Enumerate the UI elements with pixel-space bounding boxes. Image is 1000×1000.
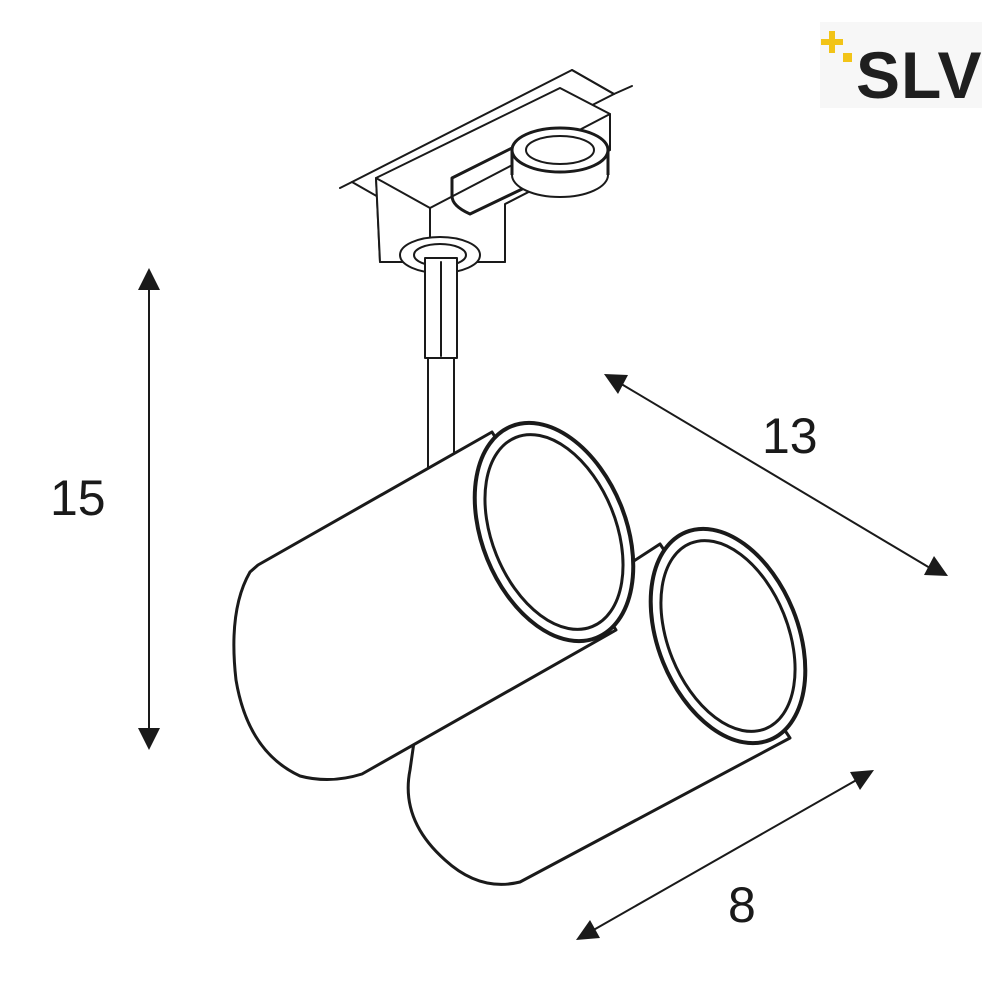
rear-cylinder-lens xyxy=(659,539,797,733)
front-cylinder-lens xyxy=(483,433,625,631)
arrow-left-icon xyxy=(576,920,600,940)
slv-logo: SLV xyxy=(820,22,982,112)
dimension-height-label: 15 xyxy=(50,470,106,526)
dimension-height: 15 xyxy=(50,268,160,750)
arrow-right-icon xyxy=(924,556,948,576)
dimension-diameter-label: 8 xyxy=(728,877,756,933)
arrow-left-icon xyxy=(604,374,628,394)
adapter-knob xyxy=(510,126,610,198)
track-adapter xyxy=(339,69,633,274)
arrow-down-icon xyxy=(138,728,160,750)
dimension-diameter: 8 xyxy=(576,770,874,940)
front-spot-cylinder xyxy=(232,420,636,781)
stem xyxy=(424,257,458,471)
dimension-length: 13 xyxy=(604,374,948,576)
arrow-right-icon xyxy=(850,770,874,790)
sparkle-icon xyxy=(821,31,852,62)
logo-text: SLV xyxy=(856,38,982,112)
dimension-length-label: 13 xyxy=(762,408,818,464)
arrow-up-icon xyxy=(138,268,160,290)
rear-spot-cylinder xyxy=(406,526,808,886)
logo-background xyxy=(820,22,982,108)
